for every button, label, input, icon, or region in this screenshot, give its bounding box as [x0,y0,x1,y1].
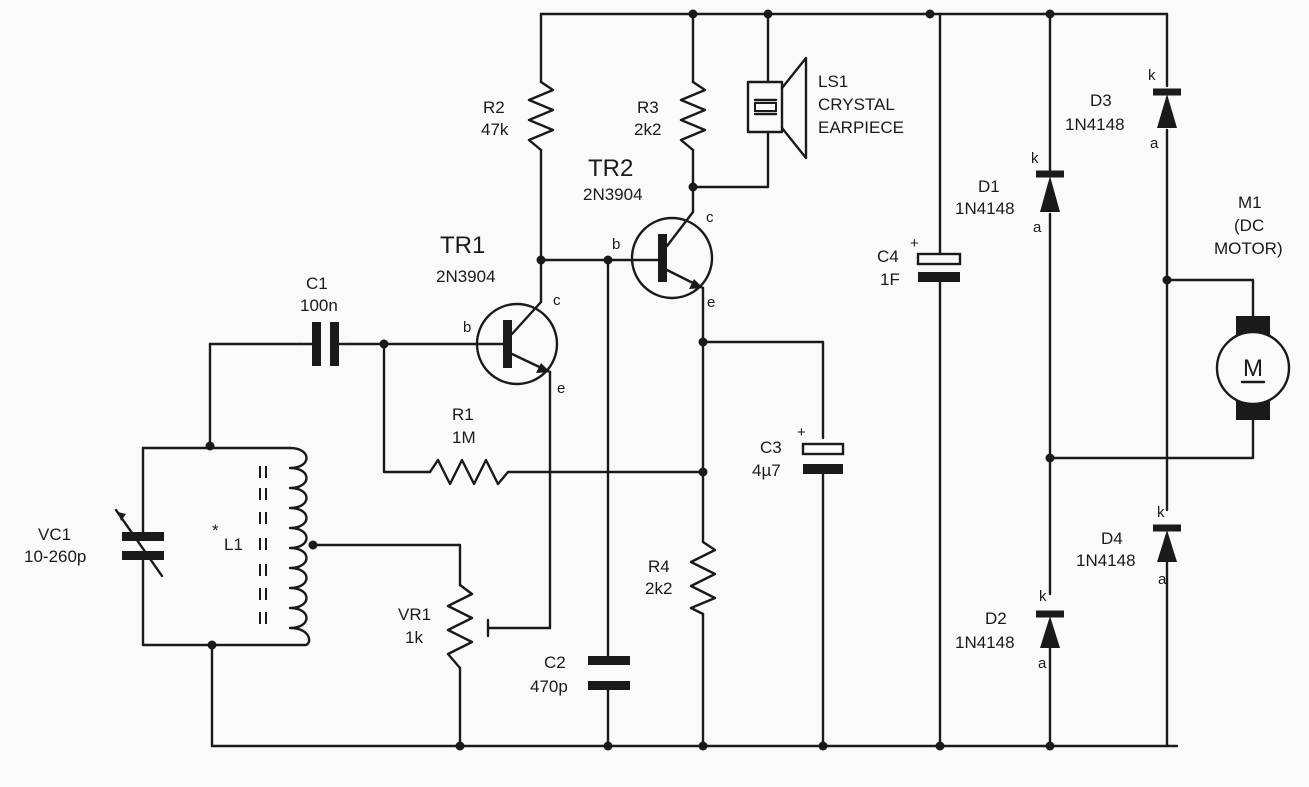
c2-ref: C2 [544,653,566,672]
wiring [141,12,1255,748]
c4-plus: + [910,235,919,252]
vc1-ref: VC1 [38,525,71,544]
r3-ref: R3 [637,98,659,117]
tr1-pin-b: b [463,319,471,336]
c2-value: 470p [530,677,568,696]
tr2-pin-b: b [612,236,620,253]
diode-d2: k a D2 1N4148 [955,588,1064,672]
d3-pin-a: a [1150,135,1159,152]
vc1-value: 10-260p [24,547,86,566]
d4-pin-k: k [1157,504,1165,521]
c4-ref: C4 [877,247,899,266]
motor-symbol: M [1243,355,1263,382]
transistor-tr1: TR1 2N3904 b c e [436,232,565,397]
m1-ref: M1 [1238,193,1262,212]
r1-value: 1M [452,428,476,447]
capacitor-c4: + C4 1F [877,235,962,289]
d1-pin-a: a [1033,219,1042,236]
resistor-r4: R4 2k2 [645,540,717,616]
capacitor-c3: + C3 4µ7 [752,424,845,480]
r1-ref: R1 [452,405,474,424]
diode-d3: k a D3 1N4148 [1065,67,1181,152]
c3-plus: + [797,424,806,441]
l1-ref: L1 [224,535,243,554]
tr1-part: 2N3904 [436,267,496,286]
vr1-value: 1k [405,628,423,647]
inductor-l1: * L1 [212,446,311,647]
junction-dots [205,9,1172,751]
d4-part: 1N4148 [1076,551,1136,570]
m1-line2: MOTOR) [1214,239,1283,258]
d2-pin-k: k [1039,588,1047,605]
ls1-line2: EARPIECE [818,118,904,137]
resistor-r3: R3 2k2 [634,80,707,152]
c1-ref: C1 [306,274,328,293]
d1-pin-k: k [1031,150,1039,167]
diode-d4: k a D4 1N4148 [1076,504,1181,588]
r4-ref: R4 [648,557,670,576]
d2-part: 1N4148 [955,633,1015,652]
d1-part: 1N4148 [955,199,1015,218]
c3-value: 4µ7 [752,461,781,480]
variable-capacitor-vc1: VC1 10-260p [24,508,164,578]
d3-ref: D3 [1090,91,1112,110]
d3-part: 1N4148 [1065,115,1125,134]
diode-d1: k a D1 1N4148 [955,150,1064,236]
l1-marker: * [212,521,219,540]
transistor-tr2: TR2 2N3904 b c e [583,155,715,311]
c1-value: 100n [300,296,338,315]
potentiometer-vr1: VR1 1k [398,583,490,670]
tr1-ref: TR1 [440,232,485,259]
r3-value: 2k2 [634,120,661,139]
r2-value: 47k [481,120,509,139]
c4-value: 1F [880,270,900,289]
r4-value: 2k2 [645,579,672,598]
capacitor-c2: C2 470p [530,653,630,696]
resistor-r1: R1 1M [428,405,510,486]
tr2-pin-e: e [707,294,715,311]
ls1-line1: CRYSTAL [818,95,895,114]
dc-motor-m1: M M1 (DC MOTOR) [1214,193,1291,420]
vr1-ref: VR1 [398,605,431,624]
d2-ref: D2 [985,609,1007,628]
tr1-pin-e: e [557,380,565,397]
tr1-pin-c: c [553,292,561,309]
c3-ref: C3 [760,438,782,457]
tr2-part: 2N3904 [583,185,643,204]
d4-pin-a: a [1158,571,1167,588]
tr2-ref: TR2 [588,155,633,182]
ls1-ref: LS1 [818,72,848,91]
resistor-r2: R2 47k [481,80,555,152]
d1-ref: D1 [978,177,1000,196]
m1-line1: (DC [1234,216,1264,235]
crystal-earpiece-ls1: LS1 CRYSTAL EARPIECE [746,56,904,160]
d2-pin-a: a [1038,655,1047,672]
d4-ref: D4 [1101,529,1123,548]
tr2-pin-c: c [706,209,714,226]
capacitor-c1: C1 100n [298,274,352,366]
r2-ref: R2 [483,98,505,117]
d3-pin-k: k [1148,67,1156,84]
